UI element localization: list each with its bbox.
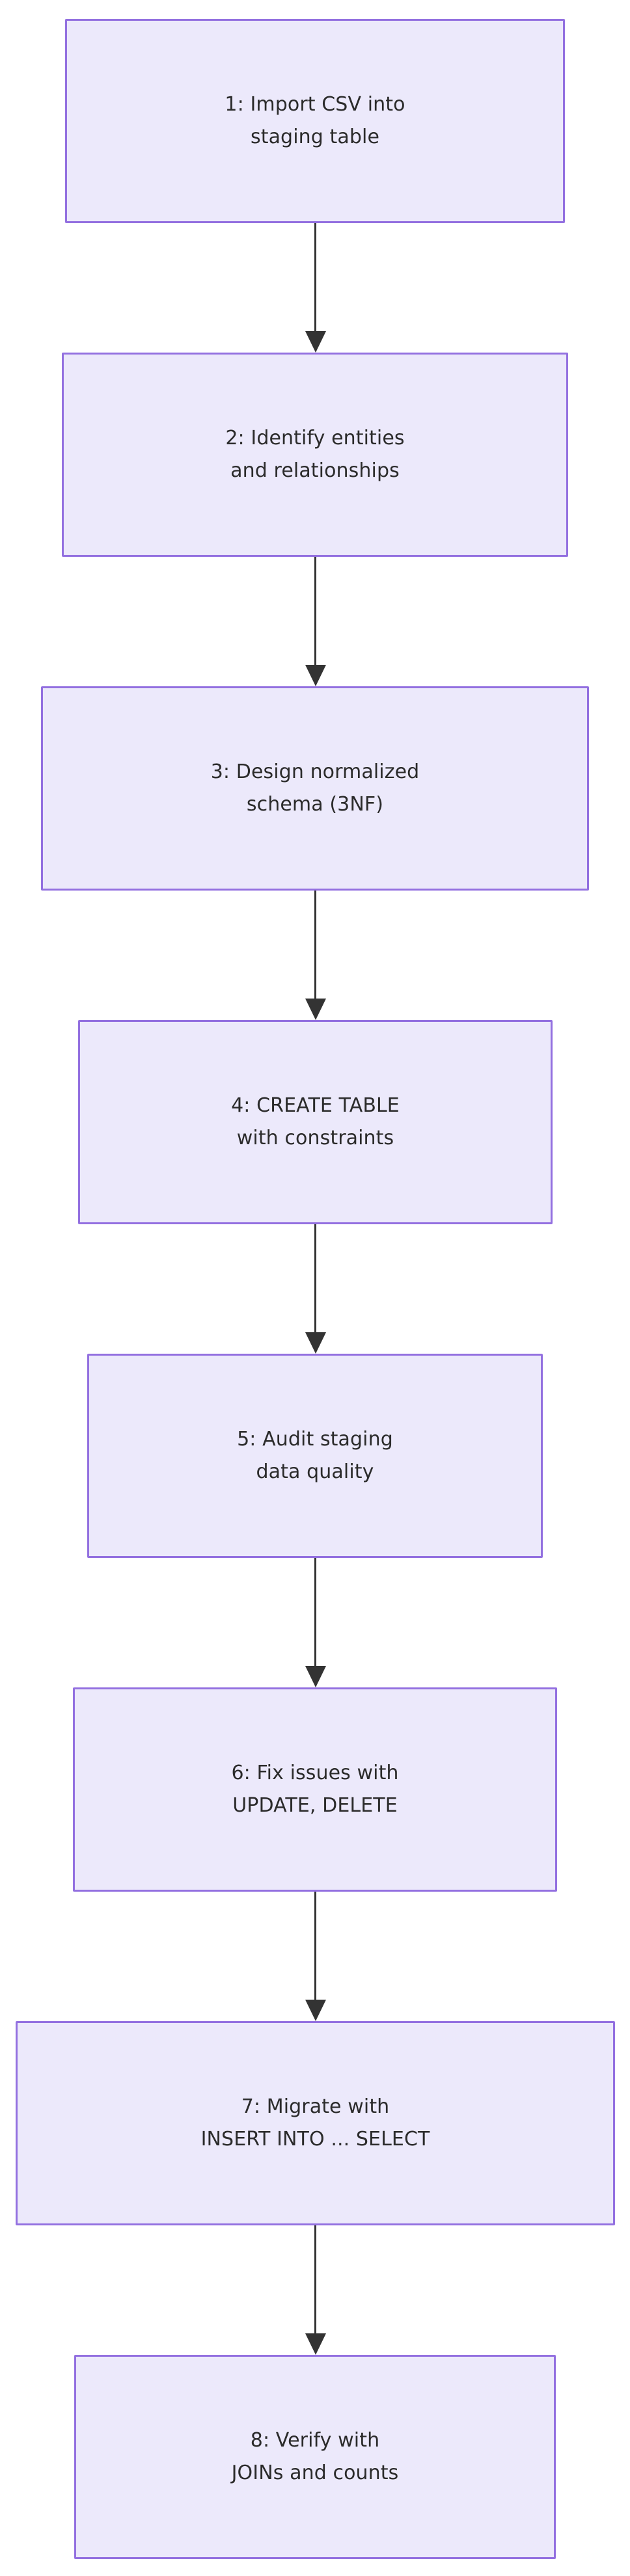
edge-step-7-to-step-8 bbox=[305, 2225, 326, 2355]
edge-line bbox=[314, 1892, 316, 2002]
node-label-line1: 4: CREATE TABLE bbox=[231, 1094, 400, 1117]
edge-line bbox=[314, 557, 316, 667]
node-label-line1: 6: Fix issues with bbox=[231, 1762, 399, 1784]
arrowhead-icon bbox=[305, 331, 326, 353]
edge-step-4-to-step-5 bbox=[305, 1224, 326, 1354]
edge-line bbox=[314, 1224, 316, 1334]
edge-line bbox=[314, 2225, 316, 2335]
node-label-line1: 5: Audit staging bbox=[237, 1428, 393, 1451]
node-label-line2: with constraints bbox=[236, 1127, 394, 1149]
edge-step-3-to-step-4 bbox=[305, 891, 326, 1020]
node-label-line1: 2: Identify entities bbox=[225, 427, 405, 449]
flowchart-node-step-4[interactable]: 4: CREATE TABLE with constraints bbox=[78, 1020, 553, 1224]
flowchart-node-step-8[interactable]: 8: Verify with JOINs and counts bbox=[74, 2355, 556, 2559]
arrowhead-icon bbox=[305, 2000, 326, 2021]
flowchart-node-step-2[interactable]: 2: Identify entities and relationships bbox=[62, 353, 568, 557]
arrowhead-icon bbox=[305, 1332, 326, 1354]
arrowhead-icon bbox=[305, 665, 326, 686]
node-label-line2: and relationships bbox=[230, 459, 400, 482]
edge-step-2-to-step-3 bbox=[305, 557, 326, 686]
flowchart-node-step-7[interactable]: 7: Migrate with INSERT INTO ... SELECT bbox=[16, 2021, 615, 2225]
edge-line bbox=[314, 223, 316, 333]
flowchart-node-step-5[interactable]: 5: Audit staging data quality bbox=[87, 1354, 543, 1558]
flowchart-node-step-3[interactable]: 3: Design normalized schema (3NF) bbox=[41, 686, 589, 891]
edge-line bbox=[314, 891, 316, 1000]
flowchart-node-step-6[interactable]: 6: Fix issues with UPDATE, DELETE bbox=[73, 1687, 557, 1892]
node-label-line1: 8: Verify with bbox=[250, 2429, 380, 2452]
arrowhead-icon bbox=[305, 2333, 326, 2355]
node-label-line2: staging table bbox=[250, 126, 380, 148]
node-label-line2: schema (3NF) bbox=[246, 793, 384, 816]
edge-step-1-to-step-2 bbox=[305, 223, 326, 353]
edge-step-6-to-step-7 bbox=[305, 1892, 326, 2021]
node-label-line1: 7: Migrate with bbox=[241, 2095, 390, 2118]
node-label-line1: 1: Import CSV into bbox=[225, 93, 405, 116]
node-label-line2: JOINs and counts bbox=[231, 2462, 399, 2484]
arrowhead-icon bbox=[305, 999, 326, 1020]
node-label-line2: INSERT INTO ... SELECT bbox=[200, 2128, 430, 2151]
edge-step-5-to-step-6 bbox=[305, 1558, 326, 1687]
node-label-line2: UPDATE, DELETE bbox=[232, 1794, 398, 1817]
arrowhead-icon bbox=[305, 1666, 326, 1687]
node-label-line1: 3: Design normalized bbox=[210, 760, 420, 783]
flowchart-node-step-1[interactable]: 1: Import CSV into staging table bbox=[65, 19, 565, 223]
node-label-line2: data quality bbox=[256, 1460, 374, 1483]
edge-line bbox=[314, 1558, 316, 1668]
